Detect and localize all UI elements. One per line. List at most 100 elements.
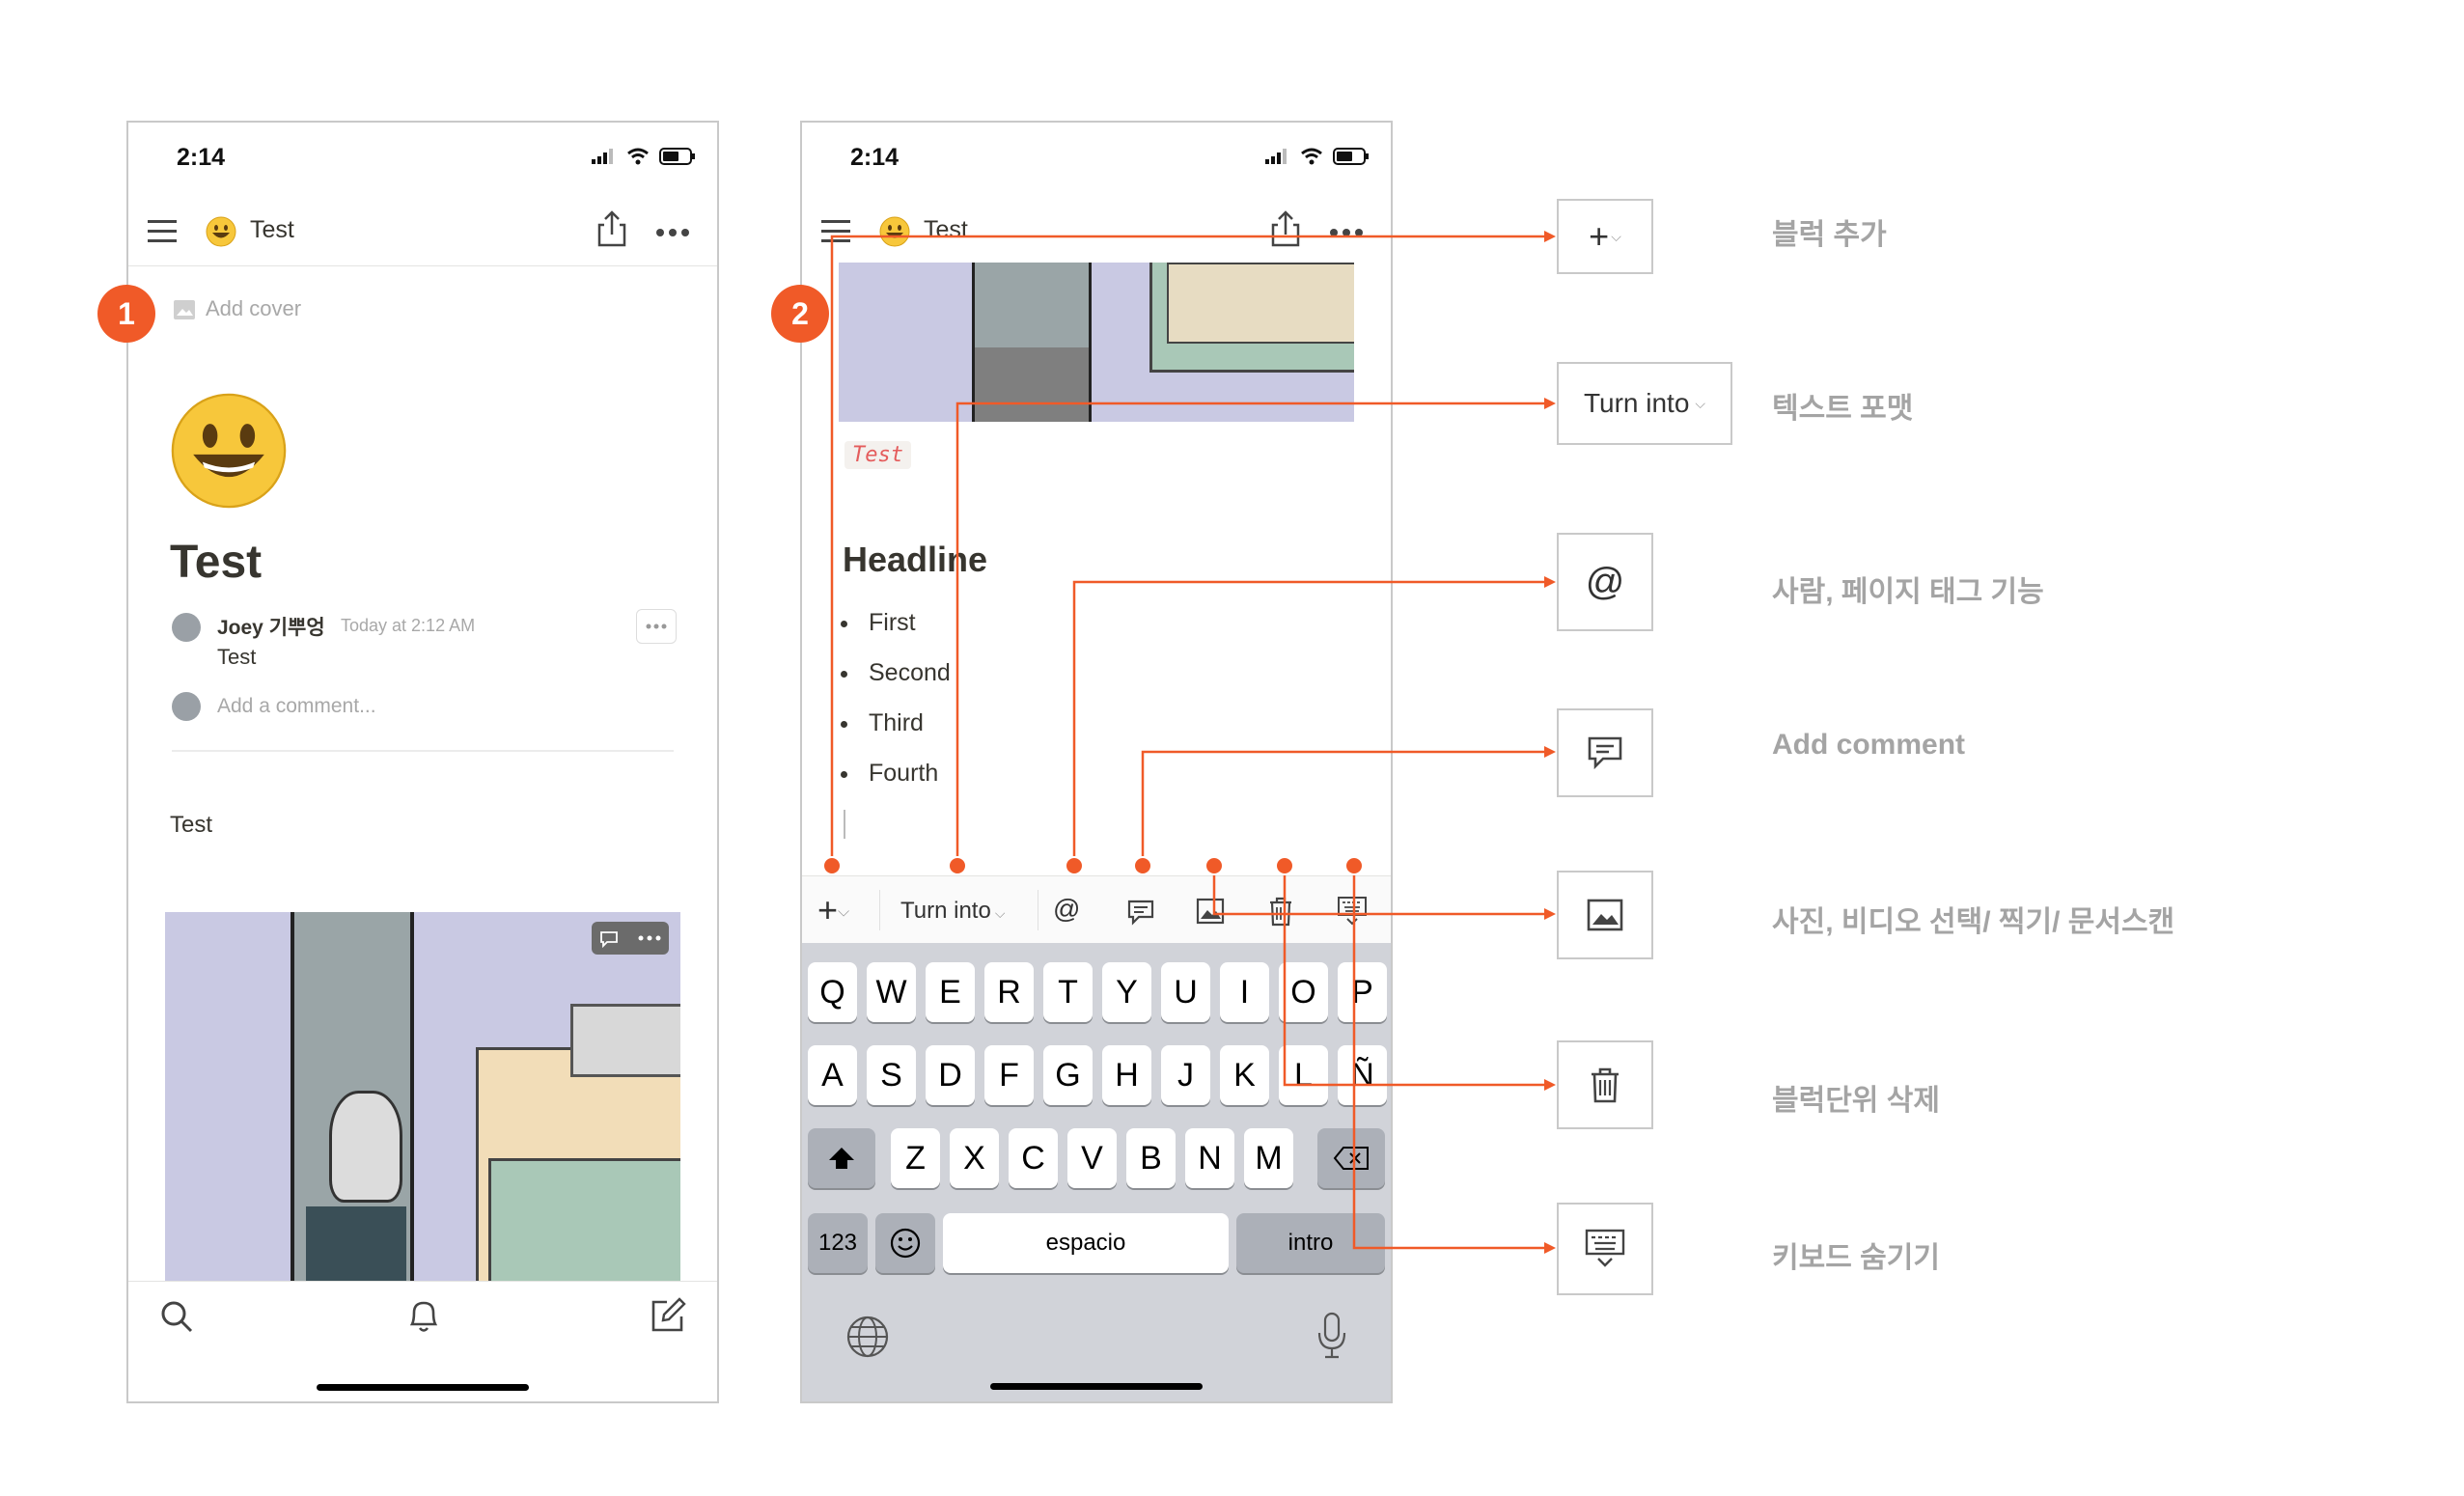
divider [172,750,674,752]
navbar: Test [128,200,717,266]
plus-label: + [1589,216,1610,256]
key-w[interactable]: W [867,962,916,1022]
key-b[interactable]: B [1126,1128,1176,1188]
more-icon[interactable] [1329,228,1364,237]
key-v[interactable]: V [1067,1128,1117,1188]
chevron-down-icon: ⌵ [838,903,850,921]
image-comment-button[interactable] [592,922,669,955]
key-i[interactable]: I [1220,962,1269,1022]
chevron-down-icon: ⌵ [1695,395,1706,411]
shift-icon [829,1148,854,1169]
bullet-item: Fourth [841,760,938,788]
code-tag: Test [844,441,911,469]
phone-screen-2: 2:14 Test Test Headline First Second Thi… [800,121,1393,1403]
key-f[interactable]: F [984,1045,1034,1105]
keyboard-hide-icon [1585,1229,1625,1267]
key-n[interactable]: N [1185,1128,1234,1188]
wifi-icon [1301,148,1322,165]
key-k[interactable]: K [1220,1045,1269,1105]
trash-icon[interactable] [1267,896,1294,927]
menu-icon[interactable] [148,219,179,244]
key-j[interactable]: J [1161,1045,1210,1105]
add-comment-input[interactable]: Add a comment... [217,695,376,717]
key-ñ[interactable]: Ñ [1338,1045,1387,1105]
add-cover-button[interactable]: Add cover [206,296,302,320]
key-l[interactable]: L [1279,1045,1328,1105]
emoji-key[interactable] [875,1213,935,1273]
key-a[interactable]: A [808,1045,857,1105]
bullet-dot [841,770,847,778]
key-x[interactable]: X [950,1128,999,1188]
nav-title: Test [924,216,968,243]
image-icon [174,300,195,319]
key-z[interactable]: Z [891,1128,940,1188]
add-block-button[interactable]: +⌵ [817,890,849,930]
key-g[interactable]: G [1043,1045,1093,1105]
key-q[interactable]: Q [808,962,857,1022]
status-icons [1265,148,1370,165]
key-c[interactable]: C [1009,1128,1058,1188]
turn-into-button[interactable]: Turn into⌵ [900,898,1005,925]
shift-key[interactable] [808,1128,875,1188]
key-t[interactable]: T [1043,962,1093,1022]
signal-icon [592,149,613,164]
comment-options-button[interactable] [636,609,677,644]
key-o[interactable]: O [1279,962,1328,1022]
numbers-key[interactable]: 123 [808,1213,868,1273]
key-p[interactable]: P [1338,962,1387,1022]
illustration-cushion [306,1206,406,1284]
legend-mention-box: @ [1557,533,1653,631]
menu-icon[interactable] [821,219,852,244]
status-time: 2:14 [177,144,226,171]
bullet-text: Fourth [869,760,939,787]
comment-author: Joey 기뿌엉 [217,617,325,639]
wifi-icon [627,148,649,165]
page-smiley-icon [171,393,287,509]
avatar [172,692,201,721]
globe-icon[interactable] [845,1315,890,1359]
key-r[interactable]: R [984,962,1034,1022]
image-icon [1587,899,1623,931]
backspace-key[interactable] [1317,1128,1385,1188]
bell-icon[interactable] [406,1297,441,1336]
more-icon [646,623,667,629]
legend-add-block-box: +⌵ [1557,199,1653,274]
microphone-icon[interactable] [1315,1312,1348,1360]
compose-icon[interactable] [650,1297,686,1334]
comment-icon [1588,736,1622,770]
key-e[interactable]: E [926,962,975,1022]
return-key[interactable]: intro [1236,1213,1385,1273]
illustration-pillar-base [975,347,1089,422]
step-badge-2: 2 [771,285,829,343]
image-icon[interactable] [1196,898,1225,925]
mention-button[interactable]: @ [1053,894,1081,924]
text-cursor [844,810,845,839]
navbar: Test [802,200,1391,265]
share-icon[interactable] [595,209,628,248]
key-y[interactable]: Y [1102,962,1151,1022]
key-m[interactable]: M [1244,1128,1293,1188]
search-icon[interactable] [159,1299,194,1334]
illustration-image[interactable] [165,912,680,1284]
page-title: Test [170,537,263,588]
key-u[interactable]: U [1161,962,1210,1022]
battery-icon [1333,148,1369,165]
smiley-icon [879,216,910,247]
space-key[interactable]: espacio [943,1213,1229,1273]
key-d[interactable]: D [926,1045,975,1105]
battery-icon [659,148,695,165]
more-icon[interactable] [655,228,690,237]
illustration-cat [329,1091,402,1203]
status-icons [592,148,696,165]
key-s[interactable]: S [867,1045,916,1105]
comment-icon[interactable] [1126,899,1155,926]
plus-label: + [817,890,839,929]
illustration-panel-inner [1167,263,1354,344]
share-icon[interactable] [1269,209,1302,248]
headline: Headline [843,540,988,579]
cover-image[interactable] [839,263,1354,422]
comment-text: Test [217,645,257,669]
key-h[interactable]: H [1102,1045,1151,1105]
keyboard-hide-icon[interactable] [1337,896,1368,927]
